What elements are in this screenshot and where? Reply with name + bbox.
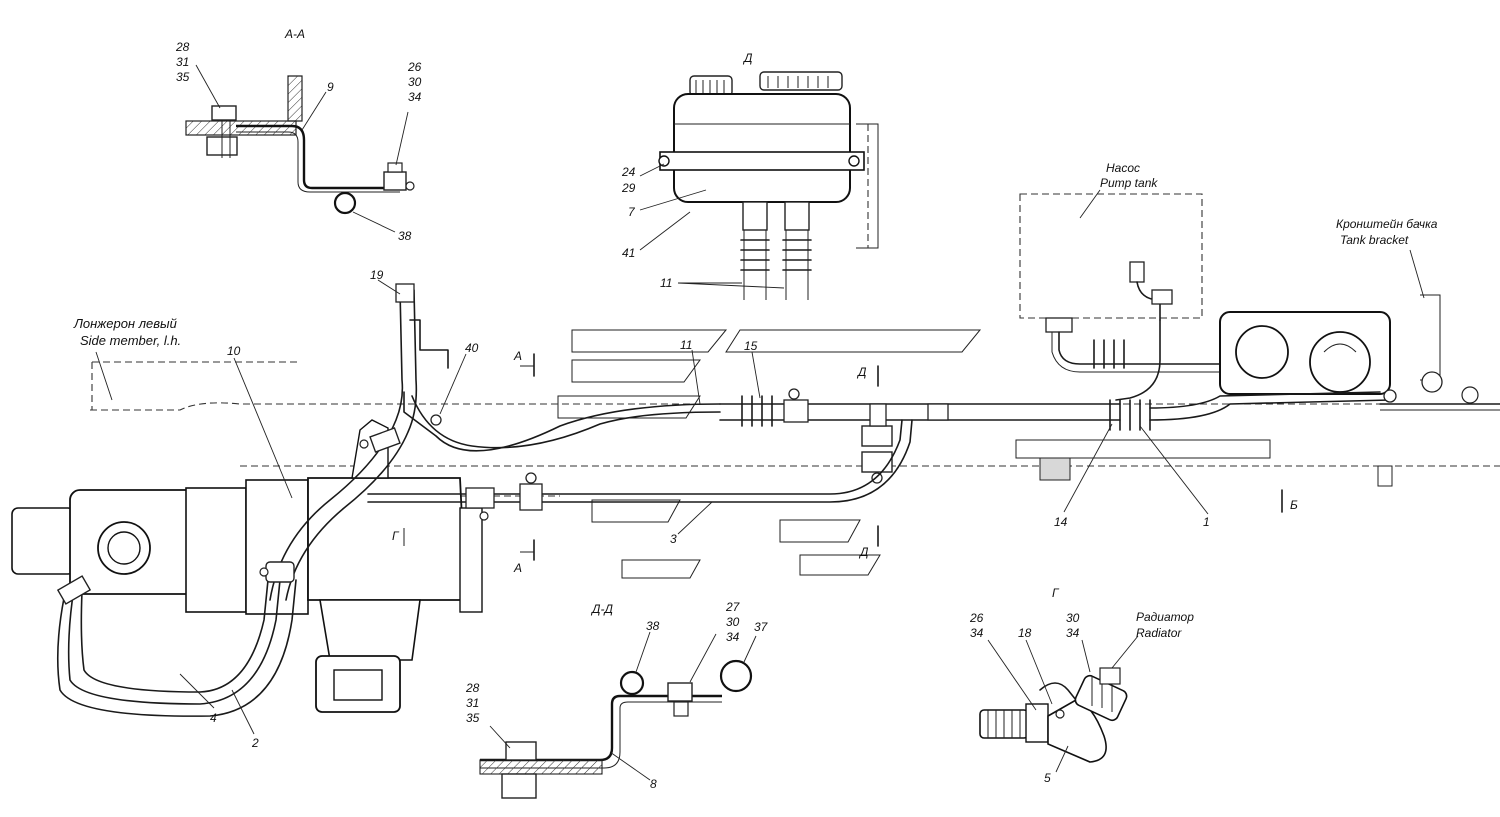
callout-g-26: 26 [969,611,984,625]
callout-g-5: 5 [1044,771,1051,785]
callout-aa-35: 35 [176,70,190,84]
callout-15: 15 [744,339,758,353]
background-guide-shapes [557,329,982,579]
clamp-15 [741,395,773,427]
tank-hose-right [782,201,812,300]
cut-mark-d-bottom: Д [858,545,869,559]
callout-11-main: 11 [680,338,692,352]
view-d-tank: Д [621,51,879,300]
steering-valve-body [307,477,467,601]
radiator-label-en: Radiator [1136,626,1182,640]
cut-mark-b: Б [1290,498,1298,512]
callout-dd-8: 8 [650,777,657,791]
callout-g-34b: 34 [1066,626,1080,640]
tank-strap [659,151,865,171]
side-member-label-en: Side member, l.h. [80,333,181,348]
pipe-4 [56,579,297,717]
pump-tank: Насос Pump tank [1019,161,1221,401]
callout-1: 1 [1203,515,1210,529]
filter-right-circle [1309,331,1371,393]
view-aa: А-А 28 31 35 9 26 30 34 38 [175,27,422,243]
steering-gear: Г [11,419,483,713]
tank-bracket-label-en: Tank bracket [1340,233,1409,247]
cut-mark-g: Г [392,529,400,543]
callout-g-18: 18 [1018,626,1032,640]
side-member-label-ru: Лонжерон левый [73,316,177,331]
filter-left-circle [1235,325,1289,379]
aa-bracket-9 [236,124,400,190]
callout-d-24: 24 [621,165,636,179]
dd-bracket-8 [480,694,722,762]
callout-g-34a: 34 [970,626,984,640]
callout-dd-34: 34 [726,630,740,644]
view-g-radiator: Г 26 34 18 30 34 Радиатор Radiator 5 [969,586,1194,785]
tank-hose-left [740,201,770,300]
callout-aa-34: 34 [408,90,422,104]
section-aa-title: А-А [284,27,305,41]
pump-tank-outline [1019,193,1203,319]
aa-frame-web [287,75,303,122]
radiator-label-ru: Радиатор [1136,610,1194,624]
callout-40: 40 [465,341,479,355]
callout-dd-38: 38 [646,619,660,633]
callout-dd-28: 28 [465,681,480,695]
aa-frame-flange [185,120,297,136]
callout-aa-26: 26 [407,60,422,74]
dd-pipe-37 [719,659,753,693]
callout-g-30: 30 [1066,611,1080,625]
pipe-2 [67,579,281,705]
filter-housing: Кронштейн бачка Tank bracket [1219,217,1443,395]
callout-dd-35: 35 [466,711,480,725]
callout-14: 14 [1054,515,1068,529]
section-d-title: Д [742,51,753,65]
cut-mark-d-top: Д [856,365,867,379]
clamp-14 [1109,399,1151,431]
view-dd: Д-Д 38 27 30 34 37 28 31 35 8 [465,600,769,799]
callout-3: 3 [670,532,677,546]
callout-aa-28: 28 [175,40,190,54]
tank-bracket-label-ru: Кронштейн бачка [1336,217,1438,231]
pump-label-en: Pump tank [1100,176,1158,190]
callout-10: 10 [227,344,241,358]
dd-pipe-38 [619,670,645,696]
callout-aa-38: 38 [398,229,412,243]
aa-bolt-head [211,105,237,121]
callout-d-41: 41 [622,246,635,260]
hose-11-main [403,391,721,452]
section-dd-title: Д-Д [590,602,613,616]
tank-body [673,93,851,203]
pipe-3 [367,419,903,495]
pump-hose-coil [1093,339,1125,369]
aa-pipe-38 [333,191,357,215]
callout-dd-37: 37 [754,620,769,634]
callout-aa-30: 30 [408,75,422,89]
callout-aa-31: 31 [176,55,189,69]
callout-dd-27: 27 [725,600,741,614]
cut-mark-a-bottom: А [513,561,522,575]
callout-d-7: 7 [628,205,636,219]
cut-mark-a-top: А [513,349,522,363]
tank-cap-large [759,71,843,91]
section-cut-marks: А А Д Д Б [513,349,1298,575]
section-g-title: Г [1052,586,1060,600]
callout-2: 2 [251,736,259,750]
callout-dd-31: 31 [466,696,479,710]
callout-d-11: 11 [660,276,672,290]
tank-bracket [1420,294,1441,381]
callout-4: 4 [210,711,217,725]
callout-d-29: 29 [621,181,636,195]
hoses-and-pipes [56,283,1397,717]
callout-aa-9: 9 [327,80,334,94]
pump-label-ru: Насос [1106,161,1140,175]
hose-10-outer [269,289,404,601]
callout-19: 19 [370,268,384,282]
main-callouts: 19 10 40 11 15 3 14 1 4 2 [179,268,1210,750]
callout-dd-30: 30 [726,615,740,629]
